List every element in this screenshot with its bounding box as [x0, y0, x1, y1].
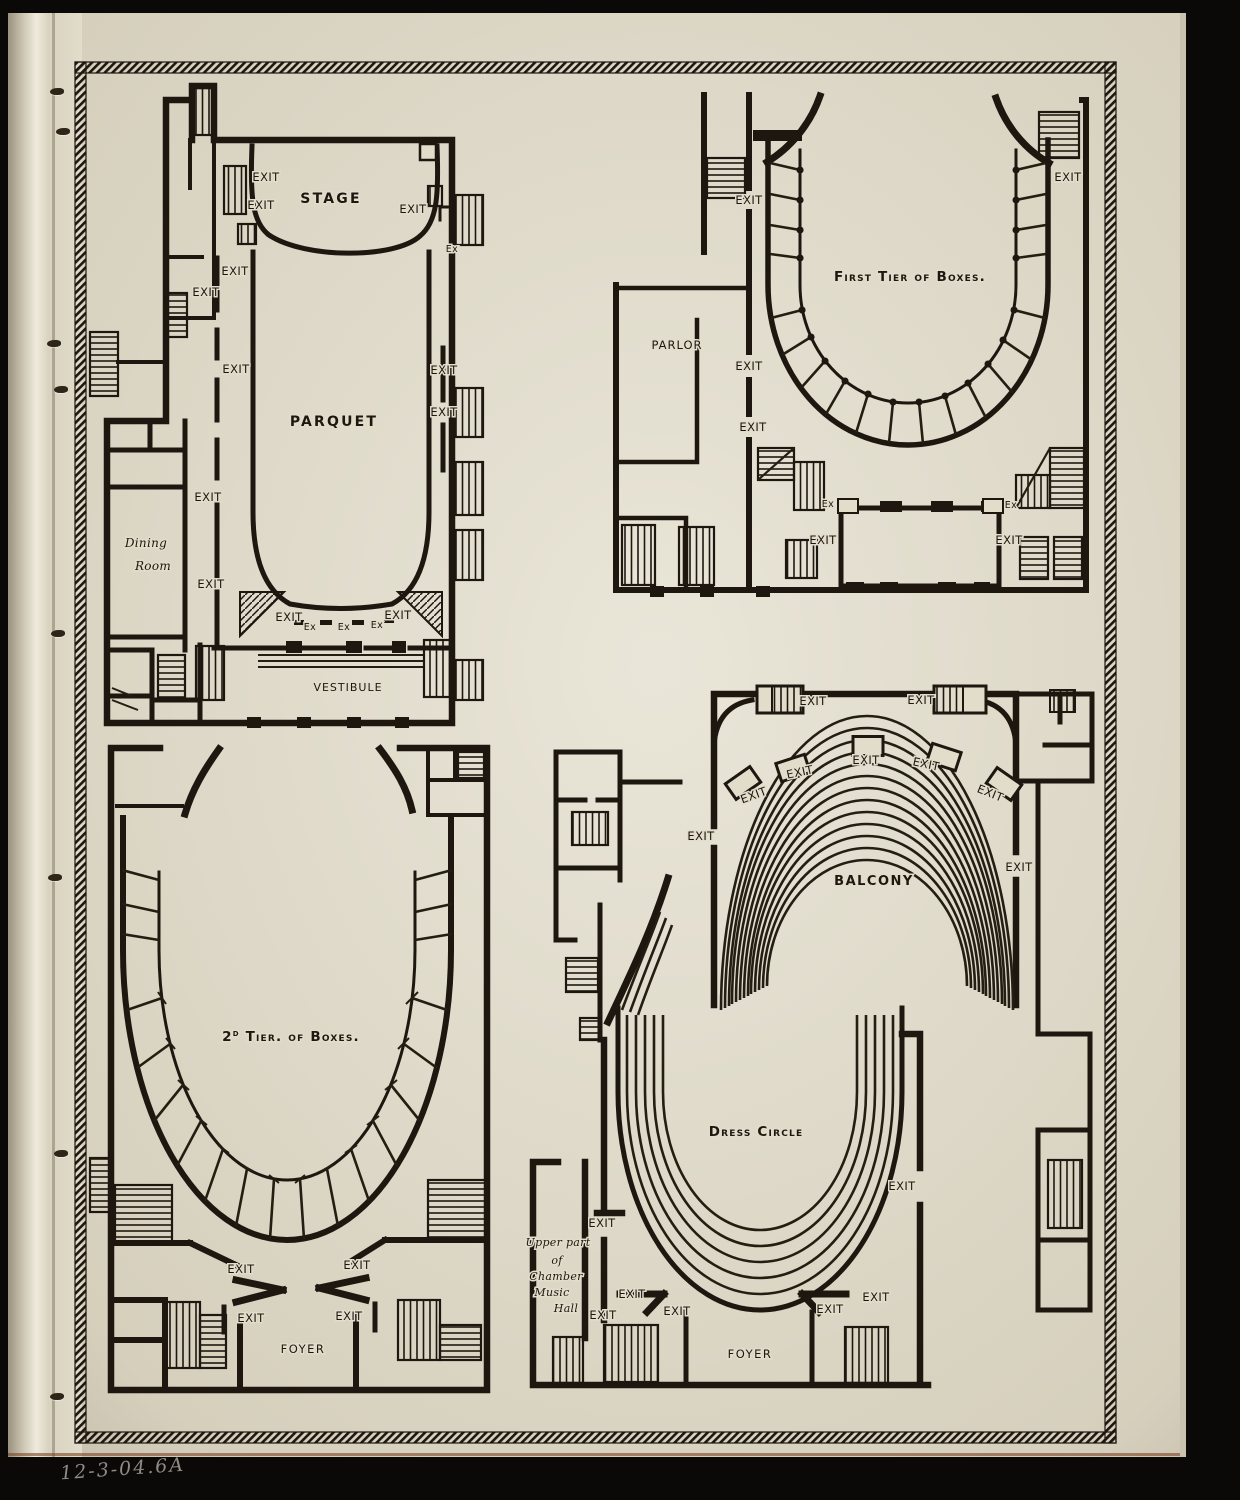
exit-small-label: Ex	[1005, 500, 1017, 511]
balcony-label: BALCONY	[834, 874, 914, 889]
exit-label: EXIT	[799, 694, 827, 708]
page-right-edge	[1180, 13, 1186, 1457]
exit-label: EXIT	[237, 1311, 265, 1325]
parlor-label: PARLOR	[651, 338, 702, 352]
exit-label: EXIT	[384, 608, 412, 622]
exit-label: EXIT	[335, 1309, 363, 1323]
note-line: of	[551, 1254, 564, 1267]
page-bottom-edge	[8, 1453, 1186, 1456]
exit-label: EXIT	[687, 829, 715, 843]
stitch-hole	[48, 874, 62, 881]
stage-label: STAGE	[300, 191, 361, 207]
exit-label: EXIT	[222, 362, 250, 376]
box-seat-dots	[796, 166, 1020, 406]
exit-small-label: Ex	[338, 622, 350, 633]
stair-hatches	[88, 750, 489, 1370]
note-line: Chamber	[529, 1270, 583, 1283]
exit-label: EXIT	[252, 170, 280, 184]
stitch-hole	[54, 1150, 68, 1157]
exit-label: EXIT	[247, 198, 275, 212]
title-rest: Tier. of Boxes.	[240, 1029, 360, 1045]
stair-hatches	[620, 110, 1086, 587]
exit-small-label: Ex	[371, 620, 383, 631]
exit-label: EXIT	[735, 359, 763, 373]
second-tier-title: 2d Tier. of Boxes.	[222, 1028, 360, 1045]
exit-label: EXIT	[430, 405, 458, 419]
title-superscript: d	[233, 1028, 240, 1039]
exit-label: EXIT	[221, 264, 249, 278]
exit-label: EXIT	[1005, 860, 1033, 874]
door-blocks	[247, 618, 409, 728]
exit-label: EXIT	[275, 610, 303, 624]
note-line: Upper part	[526, 1236, 591, 1249]
first-tier-title: First Tier of Boxes.	[834, 269, 986, 285]
plan-parquet-level: STAGE PARQUET VESTIBULE Dining Room EXIT…	[88, 82, 485, 728]
balcony-exit-boxes	[723, 735, 1024, 803]
plan-balcony-dress-circle: BALCONY Dress Circle FOYER Upper part of…	[524, 684, 1095, 1389]
exit-label: EXIT	[192, 285, 220, 299]
exit-small-label: Ex	[446, 244, 458, 255]
note-line: Hall	[553, 1302, 579, 1315]
exit-label: EXIT	[1054, 170, 1082, 184]
dining-room-label: Dining	[124, 536, 167, 550]
stitch-hole	[56, 128, 70, 135]
foyer-label: FOYER	[281, 1342, 326, 1356]
exit-label: EXIT	[809, 533, 837, 547]
binding-fold-line	[52, 13, 55, 1457]
exit-label: EXIT	[907, 693, 935, 707]
exit-label: EXIT	[343, 1258, 371, 1272]
exit-label: EXIT	[588, 1216, 616, 1230]
exit-label: EXIT	[589, 1308, 617, 1322]
plan-first-tier-of-boxes: First Tier of Boxes. PARLOR EXIT EXIT EX…	[613, 91, 1089, 597]
dress-circle-rows	[625, 1015, 895, 1296]
title-prefix: 2	[222, 1029, 233, 1045]
chamber-music-hall-note: Upper part of Chamber Music Hall	[524, 1235, 592, 1317]
exit-label: EXIT	[197, 577, 225, 591]
decorative-border	[74, 61, 1117, 1444]
stair-hatches	[551, 1323, 890, 1385]
box-dividers	[121, 868, 453, 1240]
foyer-label: FOYER	[728, 1347, 773, 1361]
stitch-hole	[47, 340, 61, 347]
parquet-label: PARQUET	[290, 414, 378, 430]
dining-room-label: Room	[134, 559, 171, 573]
vestibule-label: VESTIBULE	[313, 681, 382, 694]
paper-sheet	[8, 13, 1186, 1457]
exit-label: EXIT	[194, 490, 222, 504]
stitch-hole	[54, 386, 68, 393]
exit-label: EXIT	[735, 193, 763, 207]
exit-label: EXIT	[995, 533, 1023, 547]
exit-label: EXIT	[227, 1262, 255, 1276]
divider-ticks	[157, 991, 419, 1184]
exit-label: EXIT	[888, 1179, 916, 1193]
exit-small-label: Ex	[822, 499, 834, 510]
exit-label: EXIT	[663, 1304, 691, 1318]
exit-label: EXIT	[785, 762, 815, 781]
note-line: Music	[533, 1286, 569, 1299]
stitch-hole	[51, 630, 65, 637]
exit-label: EXIT	[739, 420, 767, 434]
stitch-hole	[50, 88, 64, 95]
box-dividers	[769, 161, 1047, 445]
stitch-hole	[50, 1393, 64, 1400]
dress-circle-label: Dress Circle	[709, 1124, 804, 1140]
stair-hatches	[88, 86, 485, 702]
exit-label: EXIT	[816, 1302, 844, 1316]
exit-label: EXIT	[430, 363, 458, 377]
binding-edge	[8, 13, 82, 1457]
plan-second-tier-of-boxes: 2d Tier. of Boxes. FOYER EXIT EXIT EXIT …	[88, 744, 491, 1394]
exit-label: EXIT	[399, 202, 427, 216]
exit-label: EXIT	[862, 1290, 890, 1304]
exit-label: EXIT	[618, 1287, 646, 1301]
exit-label: EXIT	[852, 753, 880, 767]
exit-small-label: Ex	[304, 622, 316, 633]
